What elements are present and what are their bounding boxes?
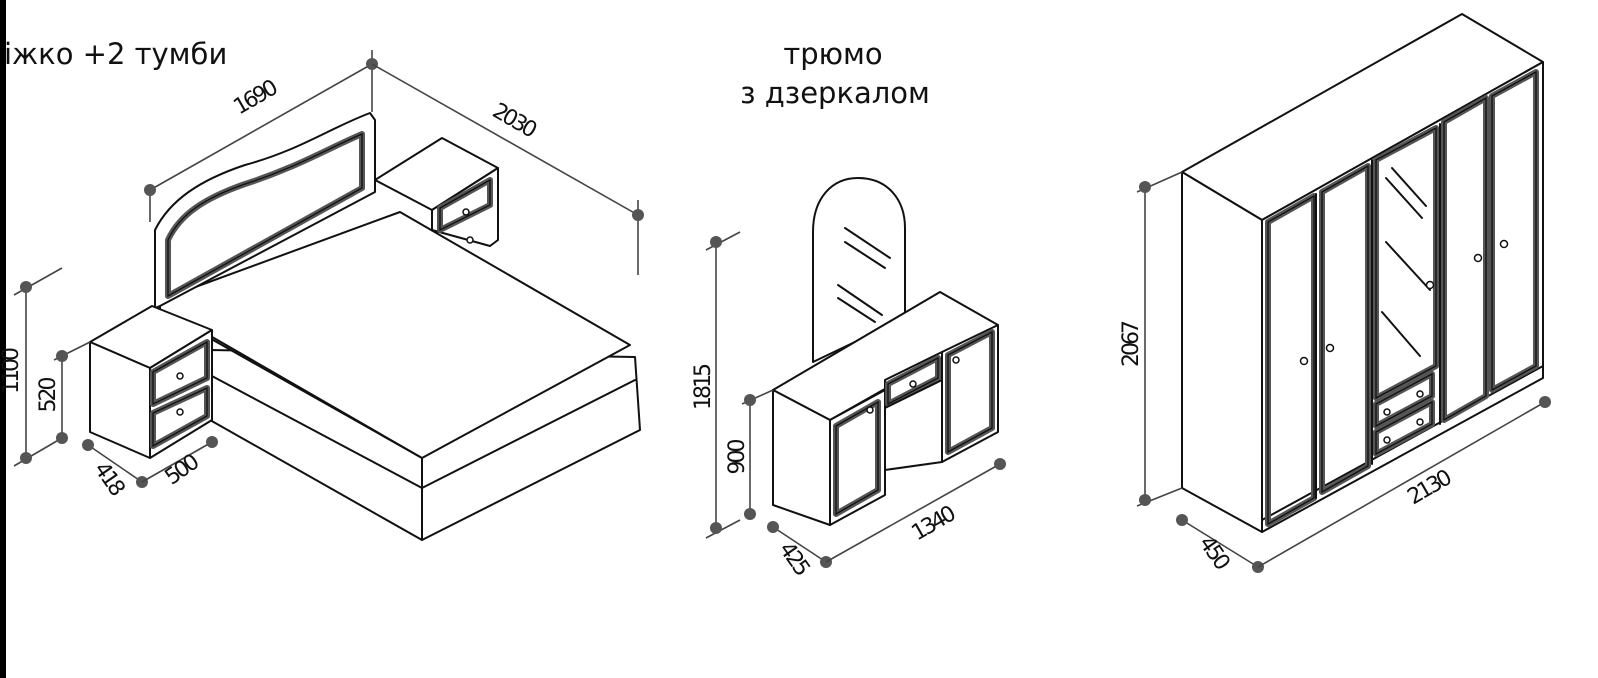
bed-drawing — [89, 112, 641, 541]
dim-bed-height: 1100 — [0, 348, 24, 394]
dresser-title-line2: з дзеркалом — [740, 76, 930, 110]
dim-nightstand-width: 500 — [161, 450, 204, 491]
left-edge-bar — [0, 0, 6, 678]
dresser-title-line1: трюмо — [783, 37, 882, 71]
dim-wardrobe-depth: 450 — [1194, 532, 1235, 575]
dim-bed-width: 1690 — [229, 76, 281, 121]
bed-set-title: іжко +2 тумби — [4, 37, 227, 71]
dim-wardrobe-height: 2067 — [1119, 321, 1144, 367]
bed-dimension-lines — [13, 50, 644, 488]
dim-nightstand-depth: 418 — [89, 458, 130, 501]
dresser-drawing — [772, 177, 999, 526]
dim-dresser-depth: 425 — [774, 538, 815, 581]
wardrobe-drawing — [1181, 13, 1544, 533]
wardrobe-dimension-lines — [1136, 171, 1551, 573]
dim-dresser-table-height: 900 — [725, 440, 750, 475]
dim-dresser-width: 1340 — [907, 502, 959, 547]
dresser-dimension-lines — [705, 231, 1006, 568]
dim-dresser-height: 1815 — [691, 364, 716, 410]
dim-bed-length: 2030 — [488, 99, 540, 144]
dim-nightstand-height: 520 — [36, 378, 61, 413]
dim-wardrobe-width: 2130 — [1403, 466, 1455, 511]
